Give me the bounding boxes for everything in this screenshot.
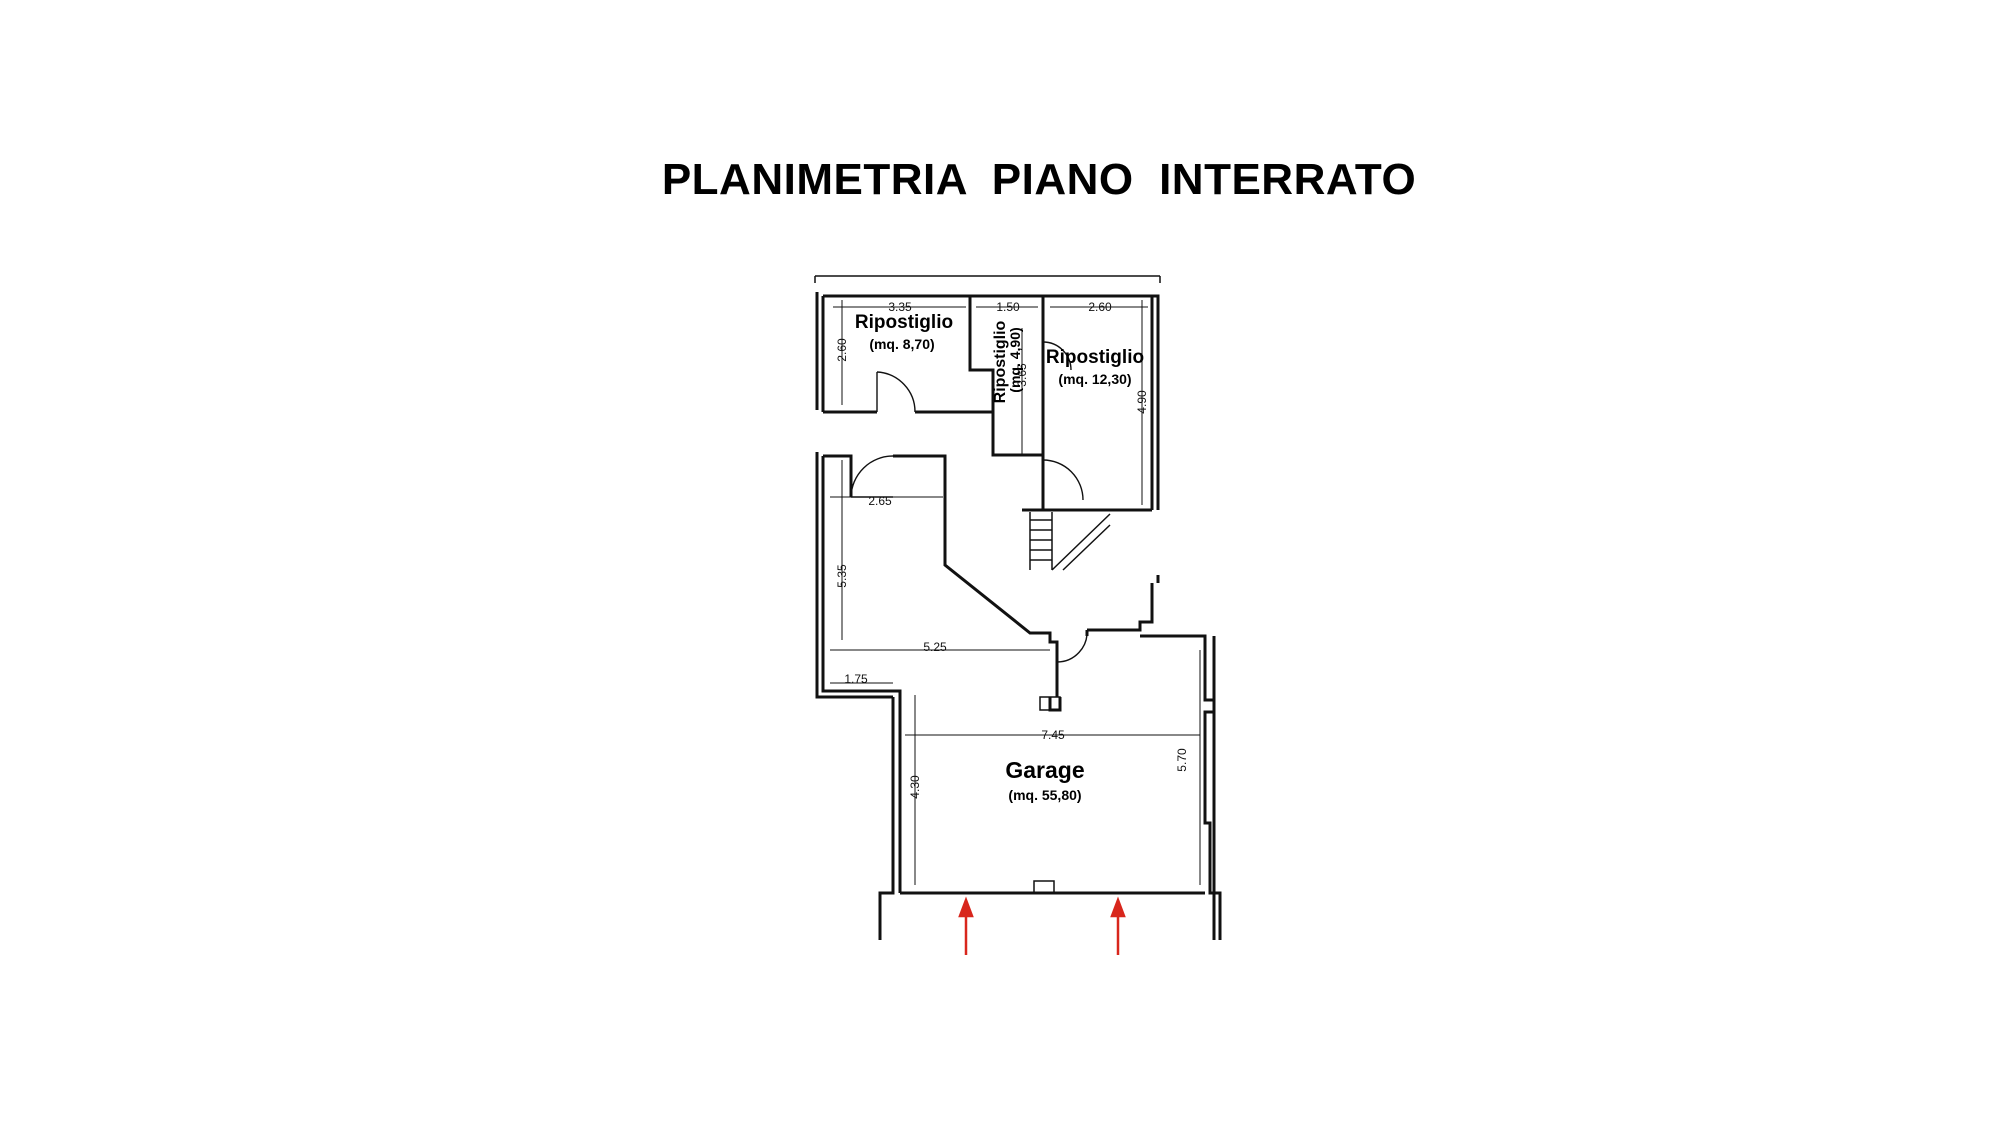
- room-ripostiglio-3-area: (mq. 12,30): [1058, 371, 1131, 387]
- dim-garage-width: 7.45: [1041, 728, 1065, 742]
- dim-r1-height: 2.60: [835, 338, 849, 362]
- entrance-arrows: [958, 896, 1126, 955]
- dim-garage-height-left: 4.30: [908, 775, 922, 799]
- entrance-arrow-left: [958, 896, 974, 955]
- dim-hall-height: 5.35: [835, 564, 849, 588]
- dim-r2-height: 3.65: [1015, 363, 1029, 387]
- room-ripostiglio-2-name: Ripostiglio: [992, 320, 1009, 403]
- door-ripostiglio-1: [876, 371, 916, 413]
- dim-hall-width: 5.25: [923, 640, 947, 654]
- door-stair: [1042, 459, 1084, 501]
- dim-r3-height: 4.90: [1135, 390, 1149, 414]
- door-garage: [1056, 629, 1088, 663]
- room-ripostiglio-3-name: Ripostiglio: [1046, 347, 1144, 368]
- dim-r1-width: 3.35: [888, 300, 912, 314]
- hall-walls: [815, 452, 1160, 893]
- dim-hall-step: 1.75: [844, 672, 868, 686]
- room-garage-area: (mq. 55,80): [1008, 787, 1081, 803]
- door-hall-entry: [850, 455, 894, 498]
- staircase: [1029, 512, 1111, 571]
- dim-r3-width: 2.60: [1088, 300, 1112, 314]
- garage-walls: [878, 634, 1222, 940]
- entrance-arrow-right: [1110, 896, 1126, 955]
- room-ripostiglio-2-area: (mq. 4,90): [1007, 327, 1023, 392]
- room-garage-name: Garage: [1005, 757, 1084, 783]
- room-ripostiglio-1-area: (mq. 8,70): [869, 336, 934, 352]
- dim-garage-height-right: 5.70: [1175, 748, 1189, 772]
- dim-r2-width: 1.50: [996, 300, 1020, 314]
- dimension-lines: [830, 300, 1201, 885]
- room-labels: Ripostiglio (mq. 8,70) Ripostiglio (mq. …: [855, 312, 1144, 803]
- dimension-labels: 3.35 1.50 2.60 2.60 3.65 4.90 2.65 5.35 …: [835, 300, 1189, 799]
- dim-hall-top-width: 2.65: [868, 494, 892, 508]
- room-ripostiglio-1-name: Ripostiglio: [855, 312, 953, 333]
- upper-walls: [815, 292, 1160, 512]
- doors: [850, 341, 1088, 663]
- site-boundary: [814, 275, 1161, 283]
- door-ripostiglio-3: [1042, 341, 1072, 371]
- page-title: PLANIMETRIA PIANO INTERRATO: [661, 155, 1417, 204]
